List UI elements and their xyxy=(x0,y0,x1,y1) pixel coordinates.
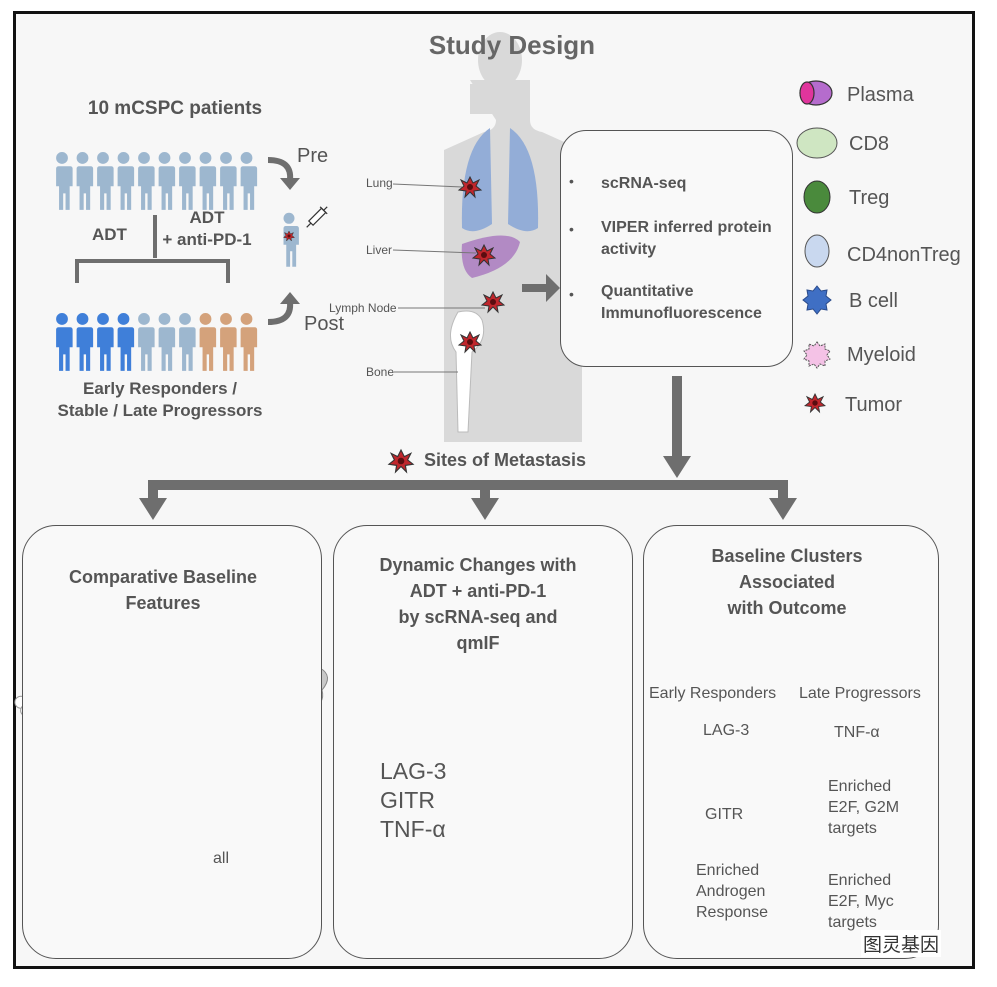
metastasis-label: Sites of Metastasis xyxy=(424,450,587,470)
methods-down-arrow-shaft xyxy=(672,376,682,456)
patient-icon xyxy=(94,313,114,371)
legend-cd8-label: CD8 xyxy=(849,133,890,155)
panel2-markers: LAG-3 GITR TNF-α xyxy=(380,758,447,842)
panel-baseline-clusters xyxy=(643,525,939,959)
e2f-myc-label: Enriched E2F, Myc targets xyxy=(828,872,894,931)
early-responders-label: Early Responders xyxy=(649,685,777,702)
watermark-text: 图灵基因 xyxy=(861,930,942,957)
panel-dynamic-changes xyxy=(333,525,633,959)
pre-label: Pre xyxy=(297,145,329,167)
post-patient-row xyxy=(53,313,258,371)
legend-plasma-label: Plasma xyxy=(847,84,914,106)
methods-box: • scRNA-seq • VIPER inferred protein act… xyxy=(560,130,793,367)
plasma-cell-icon xyxy=(799,80,833,106)
all-label: all xyxy=(213,850,230,867)
panel-baseline-features xyxy=(22,525,322,959)
patient-icon xyxy=(176,313,196,371)
methods-down-arrowhead xyxy=(663,456,691,478)
legend-cd4nontreg-label: CD4nonTreg xyxy=(847,244,961,266)
patient-icon xyxy=(217,313,237,371)
post-curved-arrow xyxy=(267,301,294,325)
method-viper: VIPER inferred protein activity xyxy=(601,219,772,258)
outcomes-label: Early Responders / Stable / Late Progres… xyxy=(57,379,263,420)
lymph-node-label: Lymph Node xyxy=(329,301,397,315)
panel2-arrowhead xyxy=(471,498,499,520)
patient-icon xyxy=(176,152,196,210)
lungs-organ xyxy=(461,128,539,232)
b-cell-icon xyxy=(802,285,832,315)
legend-tumor-label: Tumor xyxy=(845,394,903,416)
pre-curved-arrow xyxy=(267,157,294,181)
androgen-label: Enriched Androgen Response xyxy=(696,862,769,921)
gitr-label: GITR xyxy=(705,806,744,823)
pre-arrowhead xyxy=(280,178,300,190)
patient-icon xyxy=(135,152,155,210)
patient-icon xyxy=(115,152,135,210)
liver-label: Liver xyxy=(366,243,393,257)
patient-icon xyxy=(197,152,217,210)
patient-icon xyxy=(135,313,155,371)
patient-icon xyxy=(53,313,73,371)
metastasis-tumor-icon xyxy=(388,449,414,473)
patient-icon xyxy=(115,313,135,371)
lag3-label: LAG-3 xyxy=(703,722,750,739)
patient-icon xyxy=(53,152,73,210)
treatment-bracket xyxy=(75,215,230,283)
treg-cell-icon xyxy=(803,180,831,214)
cd4nontreg-cell-icon xyxy=(804,234,830,268)
patient-icon xyxy=(94,152,114,210)
legend-myeloid-label: Myeloid xyxy=(847,344,916,366)
lung-label: Lung xyxy=(366,176,393,190)
patient-icon xyxy=(74,152,94,210)
pre-patient-row xyxy=(53,152,258,210)
patient-icon xyxy=(217,152,237,210)
adt-pd1-label: ADT + anti-PD-1 xyxy=(162,208,252,249)
panel3-arrowhead xyxy=(769,498,797,520)
tumor-cell-icon xyxy=(804,393,826,413)
cd8-cell-icon xyxy=(796,127,838,159)
patient-icon xyxy=(197,313,217,371)
patient-icon xyxy=(238,313,258,371)
post-arrowhead xyxy=(280,292,300,304)
bone-label: Bone xyxy=(366,365,395,379)
panel2-title: Dynamic Changes with ADT + anti-PD-1 by … xyxy=(379,555,577,653)
tnfa-label: TNF-α xyxy=(834,724,880,741)
legend-bcell-label: B cell xyxy=(849,290,898,312)
method-qif: Quantitative Immunofluorescence xyxy=(601,283,762,322)
e2f-g2m-label: Enriched E2F, G2M targets xyxy=(828,778,900,837)
body-to-methods-arrow xyxy=(522,274,560,302)
method-scrnaseq: scRNA-seq xyxy=(601,175,687,192)
patient-icon xyxy=(238,152,258,210)
legend-treg-label: Treg xyxy=(849,187,890,209)
adt-label: ADT xyxy=(92,225,127,244)
patient-icon xyxy=(74,313,94,371)
late-progressors-label: Late Progressors xyxy=(799,685,921,702)
patient-icon xyxy=(156,313,176,371)
panel1-title: Comparative Baseline Features xyxy=(68,567,258,613)
myeloid-cell-icon xyxy=(803,341,831,369)
distribution-bar xyxy=(148,480,788,490)
panel1-arrowhead xyxy=(139,498,167,520)
patient-icon xyxy=(156,152,176,210)
patients-header: 10 mCSPC patients xyxy=(87,98,263,119)
panel3-title: Baseline Clusters Associated with Outcom… xyxy=(711,546,863,618)
post-label: Post xyxy=(304,313,345,335)
figure-title: Study Design xyxy=(428,30,596,60)
organ-leader-lines xyxy=(392,183,485,373)
patient-treatment-icon xyxy=(281,206,328,267)
